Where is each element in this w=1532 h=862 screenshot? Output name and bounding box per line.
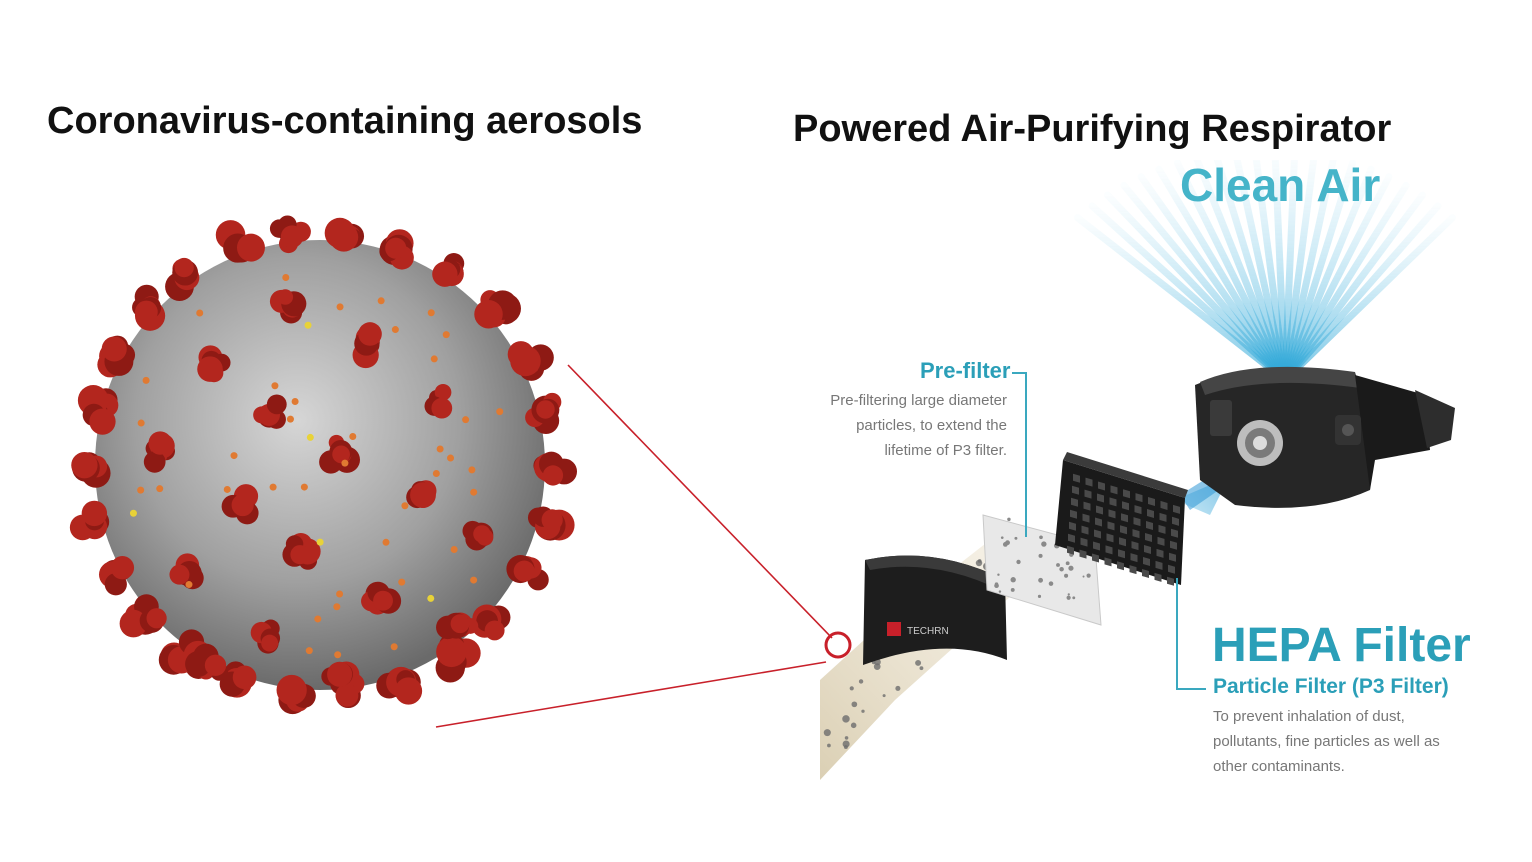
virus-dots: [129, 273, 504, 659]
virus-title: Coronavirus-containing aerosols: [47, 100, 643, 142]
hepa-filter-subtitle: Particle Filter (P3 Filter): [1213, 675, 1449, 698]
hepa-filter-title: HEPA Filter: [1212, 619, 1471, 672]
hepa-filter-panel: [1055, 452, 1188, 586]
clean-air-label: Clean Air: [1180, 159, 1381, 211]
virus-spikes: [69, 215, 578, 715]
hepa-leader-v: [1176, 578, 1178, 690]
pre-filter-title: Pre-filter: [920, 358, 1011, 383]
svg-text:TECHRN: TECHRN: [907, 626, 949, 637]
pre-filter-leader-v: [1025, 372, 1027, 537]
clean-air-beams: [1074, 160, 1456, 384]
respirator-unit: [1195, 366, 1455, 508]
coronavirus-illustration: [69, 215, 578, 715]
callout-line-top: [567, 364, 833, 639]
pre-filter-leader-h: [1012, 372, 1027, 374]
respirator-title: Powered Air-Purifying Respirator: [793, 108, 1392, 150]
inlet-cover: TECHRN: [863, 555, 1007, 665]
hepa-leader-h: [1176, 688, 1206, 690]
pre-filter-description: Pre-filtering large diameter particles, …: [830, 392, 1007, 459]
respirator-illustration: TECHRN: [820, 160, 1456, 780]
hepa-filter-description: To prevent inhalation of dust, pollutant…: [1213, 708, 1440, 775]
